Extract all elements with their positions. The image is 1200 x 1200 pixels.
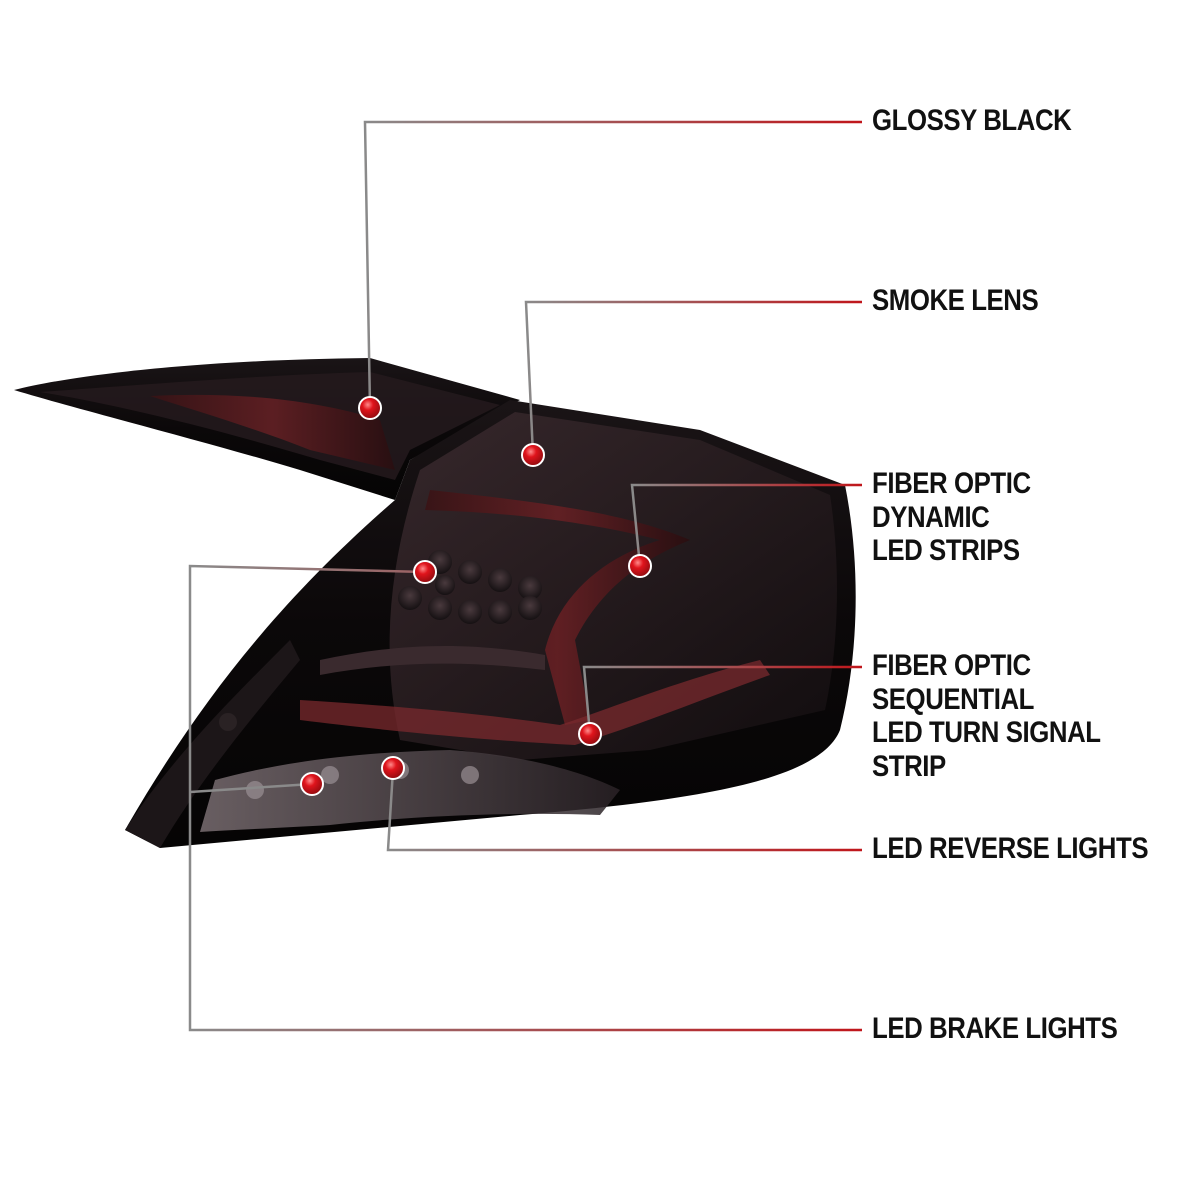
led-reverse-cluster bbox=[200, 750, 620, 832]
callout-markers bbox=[300, 396, 652, 796]
marker-smoke-lens bbox=[521, 443, 545, 467]
marker-led-brake-lower bbox=[300, 772, 324, 796]
callout-line-glossy-black bbox=[363, 120, 862, 409]
callout-line-led-brake bbox=[188, 564, 862, 1032]
callout-line-led-reverse bbox=[386, 769, 862, 852]
mounting-side-plate bbox=[125, 640, 300, 848]
label-glossy-black: GLOSSY BLACK bbox=[872, 104, 1072, 137]
mounting-hole bbox=[219, 713, 237, 731]
dynamic-led-strip bbox=[425, 490, 690, 725]
marker-fiber-optic-dynamic bbox=[628, 554, 652, 578]
tail-light-illustration bbox=[14, 358, 856, 848]
marker-fiber-optic-sequential bbox=[578, 722, 602, 746]
callout-line-led-brake-branch bbox=[189, 782, 313, 794]
callout-line-fiber-optic-dynamic bbox=[630, 483, 862, 567]
label-fiber-optic-sequential: FIBER OPTIC SEQUENTIAL LED TURN SIGNAL S… bbox=[872, 649, 1101, 783]
inner-red-strip bbox=[150, 394, 395, 470]
chevron-light-bar bbox=[320, 645, 545, 675]
label-fiber-optic-dynamic: FIBER OPTIC DYNAMIC LED STRIPS bbox=[872, 467, 1031, 568]
label-led-brake-lights: LED BRAKE LIGHTS bbox=[872, 1012, 1118, 1045]
sequential-turn-strip bbox=[300, 660, 770, 745]
marker-led-reverse bbox=[381, 756, 405, 780]
label-led-reverse-lights: LED REVERSE LIGHTS bbox=[872, 832, 1149, 865]
callout-lines bbox=[188, 120, 862, 1032]
label-smoke-lens: SMOKE LENS bbox=[872, 284, 1039, 317]
led-brake-cluster bbox=[398, 550, 542, 624]
marker-led-brake-upper bbox=[413, 560, 437, 584]
callout-line-fiber-optic-sequential bbox=[582, 665, 862, 735]
marker-glossy-black bbox=[358, 396, 382, 420]
callout-line-smoke-lens bbox=[524, 300, 862, 456]
